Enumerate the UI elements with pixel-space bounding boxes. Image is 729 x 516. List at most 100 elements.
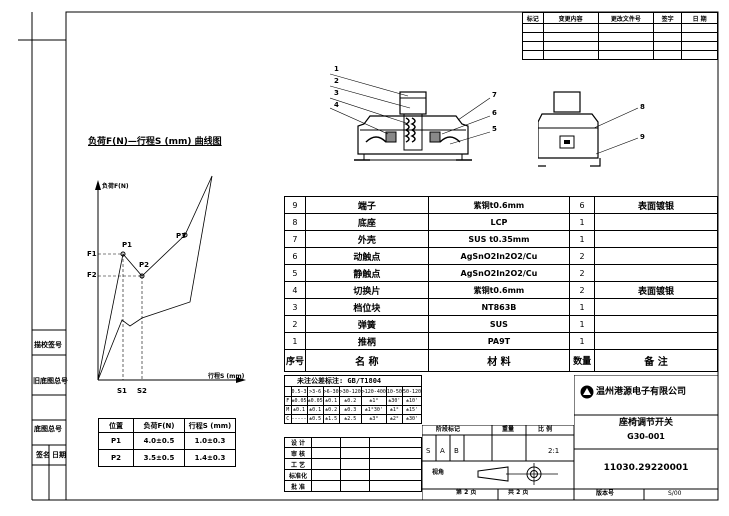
callout-5: 5 xyxy=(492,125,497,133)
sidebar-label-1: 旧底图总号 xyxy=(33,377,68,385)
bom-cell: 2 xyxy=(569,247,596,265)
bom-cell: SUS xyxy=(427,315,571,333)
bom-cell: NT863B xyxy=(427,298,571,316)
bom-header: 材 料 xyxy=(427,349,571,372)
tol-cell: ±2.5 xyxy=(338,414,362,424)
sidebar-label-4: 日期 xyxy=(52,451,66,459)
bom-cell: 1 xyxy=(569,213,596,231)
tol-range: >3-6 xyxy=(306,386,324,397)
company-logo xyxy=(580,385,594,399)
bom-cell: 1 xyxy=(284,332,306,350)
bom-cell: 6 xyxy=(284,247,306,265)
tol-cell: ----- xyxy=(290,414,308,424)
tol-cell: ±0.2 xyxy=(338,396,362,406)
sign-label: 设 计 xyxy=(284,437,312,448)
tolerance-title: 未注公差标注: GB/T1804 xyxy=(284,375,422,387)
switch-front-section-drawing xyxy=(330,73,491,161)
tol-range: >120-400 xyxy=(360,386,387,397)
drawing-number: 11030.29220001 xyxy=(603,463,689,473)
bom-cell: SUS t0.35mm xyxy=(427,230,571,248)
bom-cell xyxy=(594,264,718,282)
bom-cell: 2 xyxy=(569,281,596,299)
sign-label: 工 艺 xyxy=(284,458,312,470)
bom-cell: 推柄 xyxy=(304,332,429,350)
bom-cell: 档位块 xyxy=(304,298,429,316)
sign-label: 批 准 xyxy=(284,480,312,492)
bom-cell: AgSnO2In2O2/Cu xyxy=(427,264,571,282)
tol-cell: ±1° xyxy=(360,396,387,406)
stage-mark-s: S xyxy=(426,447,431,455)
graph-tick-s1: S1 xyxy=(117,387,127,395)
graph-tick-f2: F2 xyxy=(87,271,97,279)
view-label: 视角 xyxy=(432,469,445,476)
bom-cell: 端子 xyxy=(304,196,429,214)
points-table: 位置 负荷F(N) 行程S (mm) P1 4.0±0.5 1.0±0.3 P2… xyxy=(98,418,236,467)
bom-cell: 1 xyxy=(569,230,596,248)
points-header-0: 位置 xyxy=(98,418,134,433)
tol-cell: ±1°30' xyxy=(360,405,387,415)
points-cell: 4.0±0.5 xyxy=(133,432,185,450)
tol-cell: ±0.3 xyxy=(338,405,362,415)
sidebar-label-3: 签名 xyxy=(36,451,50,459)
sidebar-label-0: 描校签号 xyxy=(34,341,62,349)
bom-cell: 弹簧 xyxy=(304,315,429,333)
title-block-lines xyxy=(574,375,718,500)
tol-cell: ±2° xyxy=(385,414,403,424)
bom-cell: PA9T xyxy=(427,332,571,350)
tol-cell: ±0.2 xyxy=(322,405,340,415)
bom-cell xyxy=(594,230,718,248)
sheet-label: 第 2 页 xyxy=(456,489,477,496)
sidebar-label-2: 底图总号 xyxy=(34,425,62,433)
bom-cell: 动触点 xyxy=(304,247,429,265)
sign-label: 标准化 xyxy=(284,469,312,481)
graph-point-p1: P1 xyxy=(122,241,133,249)
bom-cell: 1 xyxy=(569,315,596,333)
bom-cell: 1 xyxy=(569,298,596,316)
points-cell: 1.0±0.3 xyxy=(184,432,236,450)
points-cell: P2 xyxy=(98,449,134,467)
revision-table: 标记 变更内容 更改文件号 签字 日 期 xyxy=(522,12,718,60)
bom-header: 序号 xyxy=(284,349,306,372)
callout-9: 9 xyxy=(640,133,645,141)
tol-cell: ±30' xyxy=(385,396,403,406)
version-label: 版本号 xyxy=(596,490,615,497)
bom-cell: 3 xyxy=(284,298,306,316)
bom-cell: 底座 xyxy=(304,213,429,231)
bom-cell: 7 xyxy=(284,230,306,248)
tol-cell: ±0.1 xyxy=(322,396,340,406)
stage-label: 阶段标记 xyxy=(436,426,461,433)
tol-range: >30-120 xyxy=(338,386,362,397)
bom-cell: 2 xyxy=(569,264,596,282)
points-cell: P1 xyxy=(98,432,134,450)
points-header-2: 行程S (mm) xyxy=(184,418,236,433)
tol-cell: ±1° xyxy=(385,405,403,415)
product-name: 座椅调节开关 xyxy=(618,418,673,428)
bom-cell: 6 xyxy=(569,196,596,214)
bom-cell: 紫铜t0.6mm xyxy=(427,281,571,299)
tol-range: 50-120 xyxy=(401,386,423,397)
rev-header-2: 更改文件号 xyxy=(597,12,655,24)
load-travel-graph xyxy=(95,175,246,383)
callout-3: 3 xyxy=(334,89,339,97)
bom-cell xyxy=(594,247,718,265)
bom-header: 备 注 xyxy=(594,349,718,372)
callout-2: 2 xyxy=(334,77,339,85)
graph-tick-s2: S2 xyxy=(137,387,147,395)
bom-cell: LCP xyxy=(427,213,571,231)
tol-cell: ±15' xyxy=(401,405,423,415)
scale-label: 比 例 xyxy=(538,426,553,433)
bom-cell: 紫铜t0.6mm xyxy=(427,196,571,214)
callout-4: 4 xyxy=(334,101,339,109)
signoff-table: 设 计 审 核 工 艺 标准化 批 准 xyxy=(284,437,422,492)
stage-mark-a: A xyxy=(440,447,445,455)
rev-header-1: 变更内容 xyxy=(542,12,599,24)
callout-7: 7 xyxy=(492,91,497,99)
bom-cell xyxy=(594,298,718,316)
graph-y-label: 负荷F(N) xyxy=(102,183,129,190)
version-value: S/00 xyxy=(668,490,682,497)
bom-cell: 9 xyxy=(284,196,306,214)
middle-block-lines xyxy=(422,425,574,500)
bom-header: 名 称 xyxy=(304,349,429,372)
